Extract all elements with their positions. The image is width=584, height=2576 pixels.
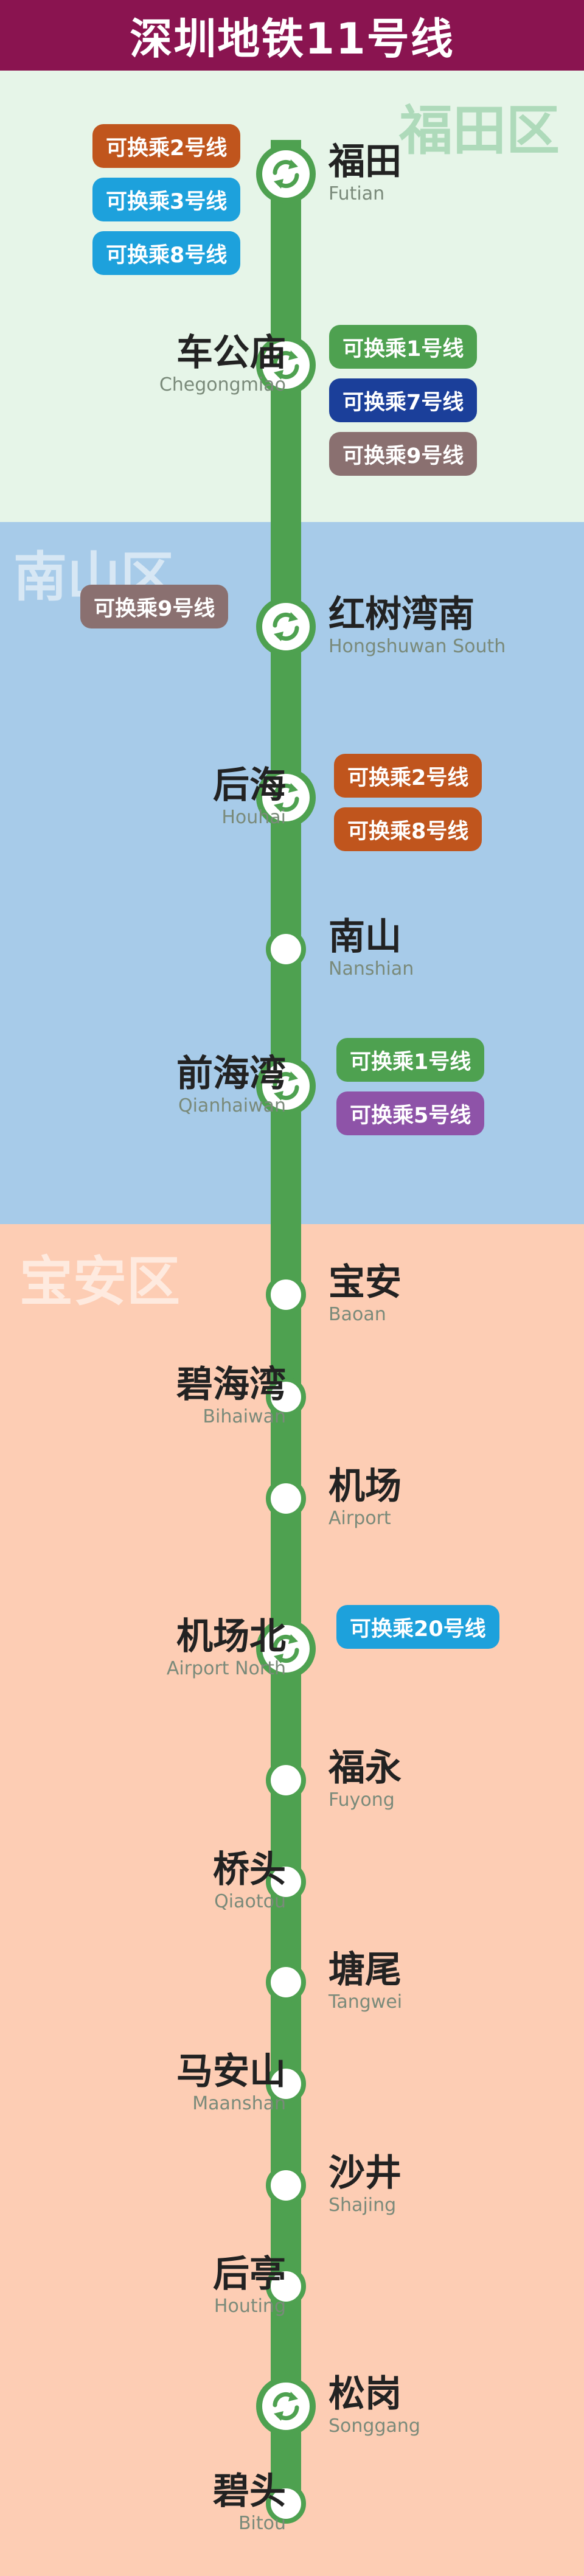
- station-name-en: Baoan: [328, 1304, 386, 1325]
- station-name-zh: 宝安: [328, 1261, 401, 1304]
- station-name-en: Houhai: [221, 807, 286, 828]
- station-name-en: Nanshian: [328, 958, 414, 980]
- map-title: 深圳地铁11号线: [130, 13, 454, 64]
- zone-label-futian: 福田区: [398, 99, 560, 162]
- station-name-zh: 福田: [328, 141, 401, 183]
- station-name-en: Qianhaiwan: [178, 1095, 286, 1116]
- station-name-zh: 马安山: [176, 2050, 286, 2093]
- transfer-station-icon[interactable]: [256, 1619, 316, 1679]
- station-name-en: Airport North: [166, 1658, 286, 1679]
- station-name-zh: 桥头: [213, 1848, 286, 1891]
- transfer-badge[interactable]: 可换乘9号线: [80, 585, 229, 628]
- transfer-badge[interactable]: 可换乘1号线: [336, 1038, 485, 1082]
- station-dot-icon[interactable]: [266, 1862, 306, 1902]
- transfer-badge[interactable]: 可换乘8号线: [334, 807, 482, 851]
- map-header: 深圳地铁11号线: [0, 0, 584, 71]
- station-name-en: Maanshan: [192, 2093, 286, 2114]
- station-name-en: Chegongmiao: [159, 374, 286, 395]
- transfer-badge[interactable]: 可换乘8号线: [92, 231, 241, 275]
- station-name-en: Futian: [328, 183, 385, 204]
- station-dot-icon[interactable]: [266, 929, 306, 969]
- station-name-en: Qiaotou: [214, 1891, 286, 1912]
- station-name-zh: 红树湾南: [328, 593, 474, 636]
- station-name-zh: 后亭: [213, 2253, 286, 2296]
- station-name-zh: 福永: [328, 1747, 401, 1789]
- station-name-zh: 前海湾: [176, 1053, 286, 1095]
- transfer-station-icon[interactable]: [256, 2376, 316, 2436]
- transfer-badge[interactable]: 可换乘1号线: [329, 325, 478, 369]
- transfer-station-icon[interactable]: [256, 768, 316, 827]
- transfer-badge[interactable]: 可换乘7号线: [329, 378, 478, 422]
- transfer-station-icon[interactable]: [256, 1056, 316, 1116]
- station-name-en: Bihaiwan: [203, 1406, 286, 1427]
- station-name-zh: 沙井: [328, 2152, 401, 2195]
- station-name-en: Fuyong: [328, 1789, 395, 1811]
- station-dot-icon[interactable]: [266, 1962, 306, 2002]
- station-dot-icon[interactable]: [266, 2064, 306, 2104]
- station-dot-icon[interactable]: [266, 2484, 306, 2524]
- transfer-station-icon[interactable]: [256, 335, 316, 395]
- station-dot-icon[interactable]: [266, 1275, 306, 1315]
- transfer-station-icon[interactable]: [256, 597, 316, 656]
- transfer-badge[interactable]: 可换乘9号线: [329, 432, 478, 476]
- station-name-zh: 碧海湾: [176, 1363, 286, 1406]
- station-name-en: Hongshuwan South: [328, 636, 506, 657]
- station-name-en: Airport: [328, 1508, 391, 1529]
- transfer-badge[interactable]: 可换乘5号线: [336, 1091, 485, 1135]
- transfer-badge[interactable]: 可换乘2号线: [334, 754, 482, 798]
- station-name-en: Tangwei: [328, 1991, 403, 2013]
- transfer-station-icon[interactable]: [256, 144, 316, 204]
- station-name-zh: 松岗: [328, 2373, 401, 2415]
- station-dot-icon[interactable]: [266, 1478, 306, 1519]
- station-dot-icon[interactable]: [266, 2266, 306, 2306]
- station-name-zh: 后海: [213, 764, 286, 807]
- station-name-en: Bitou: [238, 2513, 286, 2534]
- station-name-en: Houting: [214, 2296, 286, 2317]
- station-dot-icon[interactable]: [266, 2165, 306, 2205]
- station-name-zh: 塘尾: [328, 1949, 401, 1991]
- station-name-zh: 车公庙: [176, 332, 286, 374]
- station-name-zh: 机场: [328, 1465, 401, 1508]
- station-name-zh: 机场北: [176, 1615, 286, 1658]
- transfer-badge[interactable]: 可换乘3号线: [92, 178, 241, 221]
- station-dot-icon[interactable]: [266, 1760, 306, 1800]
- station-name-zh: 南山: [328, 916, 401, 958]
- zone-label-baoan: 宝安区: [19, 1250, 181, 1313]
- station-name-zh: 碧头: [213, 2470, 286, 2513]
- transfer-badge[interactable]: 可换乘2号线: [92, 124, 241, 168]
- transfer-badge[interactable]: 可换乘20号线: [336, 1605, 499, 1649]
- metro-line-11: [271, 140, 301, 2501]
- station-name-en: Shajing: [328, 2195, 397, 2216]
- station-dot-icon[interactable]: [266, 1377, 306, 1417]
- station-name-en: Songgang: [328, 2415, 420, 2437]
